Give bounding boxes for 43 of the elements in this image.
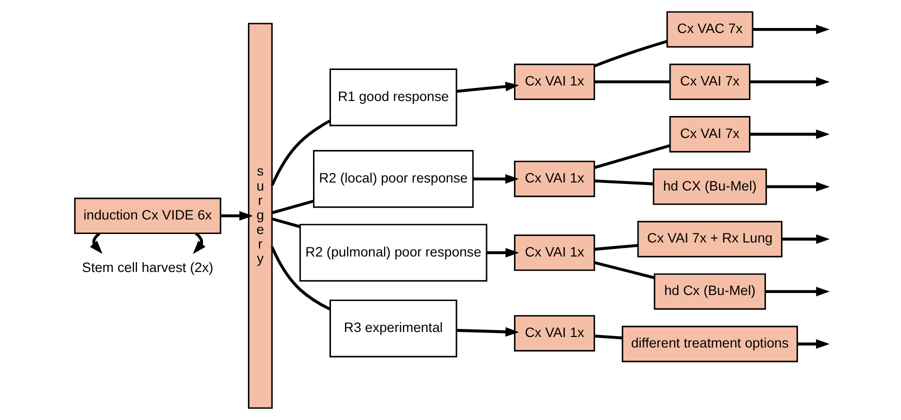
connector xyxy=(272,200,314,214)
node-box: hd Cx (Bu-Mel) xyxy=(654,273,766,310)
node-box: Cx VAI 7x xyxy=(669,64,750,100)
arrow xyxy=(750,130,830,140)
node-box: hd CX (Bu-Mel) xyxy=(652,168,767,205)
arrow xyxy=(765,286,830,296)
arrow xyxy=(782,234,830,244)
node-text: Stem cell harvest (2x) xyxy=(82,260,214,275)
arrow xyxy=(220,211,253,221)
connector xyxy=(270,246,330,310)
arrow xyxy=(486,248,520,258)
connector xyxy=(272,217,300,228)
node-box: Cx VAI 1x xyxy=(514,160,596,198)
node-box: different treatment options xyxy=(622,326,798,362)
connector xyxy=(594,334,622,340)
arrow xyxy=(192,232,206,254)
node-box: R2 (pulmonal) poor response xyxy=(299,224,488,282)
node-box: induction Cx VIDE 6x xyxy=(74,198,222,234)
node-box: Cx VAI 1x xyxy=(514,315,596,352)
connector xyxy=(594,261,655,280)
connector xyxy=(594,244,638,251)
node-box: Cx VAI 7x + Rx Lung xyxy=(637,220,782,258)
connector xyxy=(594,179,654,186)
arrow xyxy=(473,174,519,184)
node-box: Cx VAI 1x xyxy=(514,64,596,100)
connector xyxy=(270,120,331,186)
arrow xyxy=(456,327,520,337)
node-box: Cx VAI 7x xyxy=(669,116,750,152)
arrow xyxy=(752,24,830,34)
node-box: R2 (local) poor response xyxy=(313,150,474,208)
node-box: R3 experimental xyxy=(330,300,458,358)
arrow xyxy=(797,339,830,349)
arrow xyxy=(90,232,103,254)
node-box: R1 good response xyxy=(330,68,458,126)
arrow xyxy=(750,77,830,87)
connector xyxy=(594,40,668,68)
connector xyxy=(594,80,670,84)
node-box: surgery xyxy=(248,22,273,409)
arrow xyxy=(456,82,520,93)
connector xyxy=(594,144,670,169)
arrow xyxy=(766,182,830,192)
node-box: Cx VAI 1x xyxy=(514,234,596,271)
node-box: Cx VAC 7x xyxy=(666,11,754,48)
